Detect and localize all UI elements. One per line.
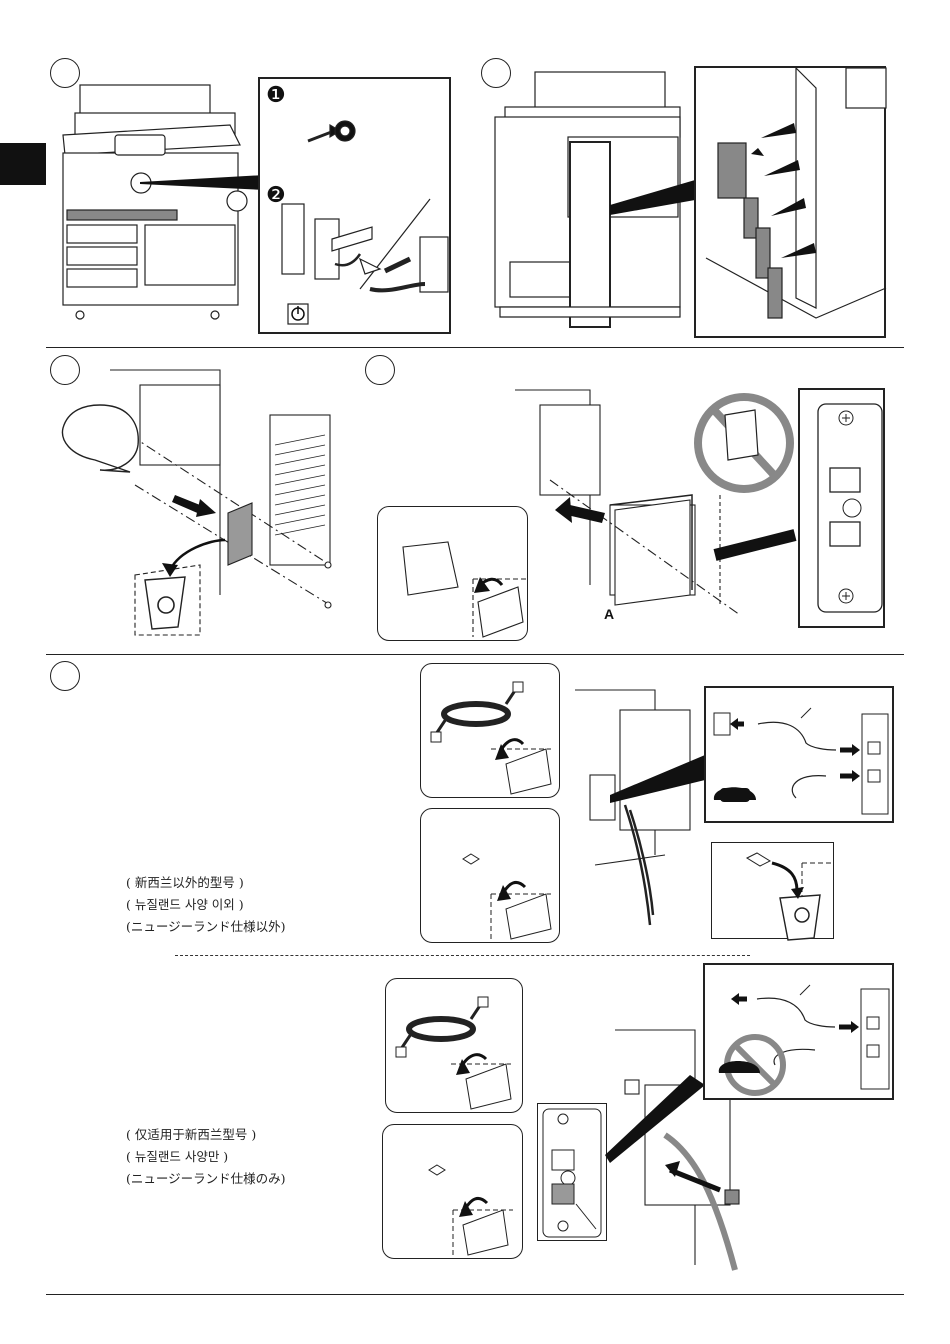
fax-board-accessory-panel xyxy=(377,506,528,641)
note-nz-only-ja: (ニュージーランド仕様のみ) xyxy=(126,1168,286,1190)
section-divider-1 xyxy=(46,347,904,348)
fax-board-ports-detail xyxy=(798,388,885,628)
prohibited-icon xyxy=(700,385,800,565)
discard-cover-panel xyxy=(711,842,834,939)
section-divider-2 xyxy=(46,654,904,655)
note-non-nz-ja: (ニュージーランド仕様以外) xyxy=(126,916,286,938)
note-non-nz-cn: ( 新西兰以外的型号 ) xyxy=(126,872,286,894)
wall-jack-icon xyxy=(714,713,730,735)
cable-accessory-panel-top xyxy=(420,663,560,798)
cable-route-detail-top xyxy=(704,686,894,823)
power-off-detail-panel: ❶ ❷ xyxy=(258,77,451,334)
nz-line-route-illustration xyxy=(705,965,896,1102)
zoom-connector-2 xyxy=(610,170,700,230)
modular-cable-icon xyxy=(421,664,561,799)
note-nz-only-ko: ( 뉴질랜드 사양만 ) xyxy=(126,1146,286,1168)
open-box-icon-2 xyxy=(383,1125,524,1260)
fax-ports-illustration xyxy=(800,390,887,630)
fax-ports-nz-illustration xyxy=(538,1104,608,1242)
cover-removal-illustration xyxy=(696,68,888,340)
cover-accessory-panel-bottom xyxy=(382,1124,523,1259)
cable-route-detail-bottom xyxy=(703,963,894,1100)
section-divider-bottom xyxy=(46,1294,904,1295)
fax-board-install-illustration xyxy=(510,385,710,635)
note-non-nz-ko: ( 뉴질랜드 사양 이외 ) xyxy=(126,894,286,916)
open-box-icon xyxy=(421,809,561,944)
note-nz-only-cn: ( 仅适用于新西兰型号 ) xyxy=(126,1124,286,1146)
rear-cover-removal-panel xyxy=(694,66,886,338)
power-switch-illustration xyxy=(260,79,453,336)
fax-board-box-illustration xyxy=(378,507,529,642)
cable-accessory-panel-bottom xyxy=(385,978,523,1113)
variant-divider xyxy=(175,955,750,956)
zoom-connector xyxy=(140,160,270,220)
label-a: A xyxy=(604,606,614,622)
section-tab xyxy=(0,143,46,185)
cover-accessory-panel-top xyxy=(420,808,560,943)
zoom-bubble xyxy=(60,400,150,480)
modular-cable-icon-2 xyxy=(386,979,524,1114)
fax-ports-nz-detail xyxy=(537,1103,607,1241)
step-5-marker xyxy=(50,661,80,691)
cable-connection-illustration xyxy=(565,685,705,940)
telephone-icon xyxy=(714,787,756,802)
note-nz-only: ( 仅适用于新西兰型号 ) ( 뉴질랜드 사양만 ) (ニュージーランド仕様のみ… xyxy=(126,1124,286,1190)
recycle-bin-icon-2 xyxy=(712,843,835,940)
note-non-nz: ( 新西兰以外的型号 ) ( 뉴질랜드 사양 이외 ) (ニュージーランド仕様以… xyxy=(126,872,286,938)
step-4-marker xyxy=(365,355,395,385)
line-tel-route-illustration xyxy=(706,688,896,825)
recycle-bin-icon xyxy=(145,577,185,629)
